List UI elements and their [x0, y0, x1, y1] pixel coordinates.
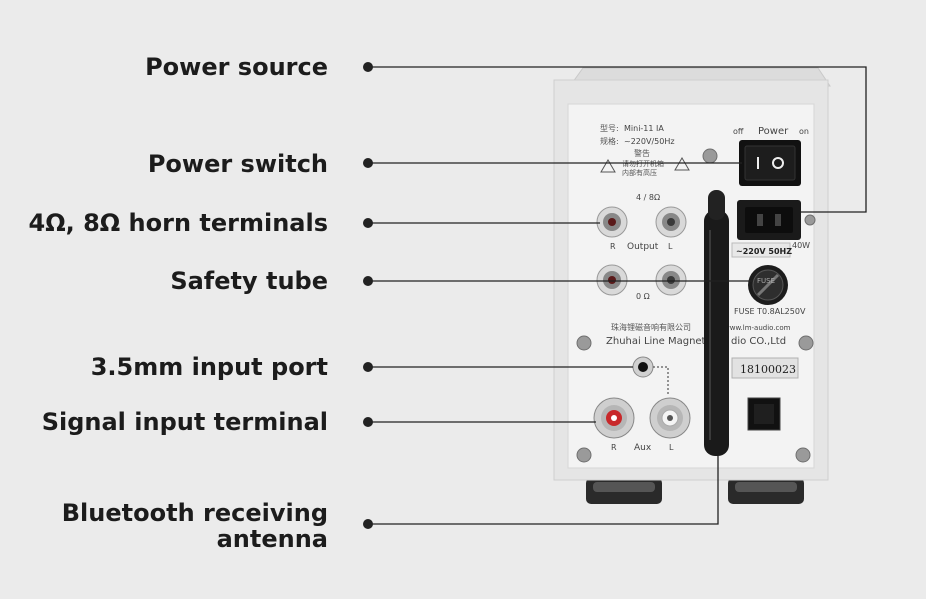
voltage-tag: [731, 242, 791, 258]
pointer-dot-power-source: [363, 62, 373, 72]
serial-number: 18100023: [740, 363, 796, 376]
fuse-cap-label: FUSE: [757, 277, 775, 285]
jack-dashed-link: [653, 366, 669, 394]
pointer-dot-safety-tube: [363, 276, 373, 286]
speaker-terminal-4-8-l[interactable]: [655, 206, 687, 238]
pointer-dot-input-port: [363, 362, 373, 372]
impedance-label: 4 / 8Ω: [636, 193, 660, 202]
label-horn-terminals: 4Ω, 8Ω horn terminals: [28, 209, 329, 237]
pointer-dot-power-switch: [363, 158, 373, 168]
model-label: 型号:: [600, 124, 619, 133]
speaker-terminal-0-l[interactable]: [655, 264, 687, 296]
power-off-label: off: [733, 127, 744, 136]
aux-l-label: L: [669, 443, 674, 452]
company-en: Zhuhai Line Magnet: [606, 336, 706, 347]
warning-triangle-left-icon: [600, 159, 616, 173]
label-power-source: Power source: [145, 53, 328, 81]
model-value: Mini-11 IA: [624, 124, 664, 133]
company-en-tail: dio CO.,Ltd: [731, 336, 786, 347]
speaker-terminal-4-8-r[interactable]: [596, 206, 628, 238]
label-signal-input: Signal input terminal: [41, 408, 328, 436]
warning-line2: 内部有高压: [622, 168, 657, 177]
leader-lines: [368, 66, 867, 525]
output-l-label: L: [668, 242, 673, 251]
output-r-label: R: [610, 242, 616, 251]
square-port-inner: [754, 404, 774, 424]
aux-r-label: R: [611, 443, 617, 452]
speaker-terminal-0-r[interactable]: [596, 264, 628, 296]
label-safety-tube: Safety tube: [170, 267, 328, 295]
spec-label: 规格:: [600, 136, 619, 146]
fuse-holder[interactable]: [748, 265, 788, 305]
output-label: Output: [627, 242, 659, 252]
pointer-dot-horn-terminals: [363, 218, 373, 228]
rubber-feet: [586, 478, 804, 504]
serial-sticker: [731, 357, 799, 379]
power-switch[interactable]: [739, 140, 801, 186]
label-bluetooth-line2: antenna: [216, 525, 328, 553]
website-label: www.lm-audio.com: [724, 324, 791, 332]
zero-ohm-label: 0 Ω: [636, 292, 650, 301]
spec-value: ~220V/50Hz: [624, 137, 675, 146]
pointer-dot-bluetooth: [363, 519, 373, 529]
voltage-tag-text: ~220V 50HZ: [736, 247, 792, 256]
fuse-rating: FUSE T0.8AL250V: [734, 307, 806, 316]
panel-screws: [576, 148, 816, 463]
bluetooth-antenna[interactable]: [704, 190, 729, 456]
pointer-dot-signal-input: [363, 417, 373, 427]
warning-title: 警告: [634, 148, 650, 158]
label-bluetooth-line1: Bluetooth receiving: [61, 499, 328, 527]
company-cn: 珠海锂磁音响有限公司: [611, 322, 691, 332]
power-title-label: Power: [758, 126, 789, 137]
watt-label: 40W: [792, 241, 810, 250]
aux-label: Aux: [634, 443, 652, 453]
rca-input-l[interactable]: [649, 397, 691, 439]
aux-3-5mm-jack[interactable]: [632, 356, 654, 378]
label-input-port: 3.5mm input port: [90, 353, 328, 381]
rca-input-r[interactable]: [593, 397, 635, 439]
power-on-label: on: [799, 127, 809, 136]
power-inlet[interactable]: [737, 200, 801, 240]
label-power-switch: Power switch: [147, 150, 328, 178]
warning-triangle-right-icon: [674, 157, 690, 171]
